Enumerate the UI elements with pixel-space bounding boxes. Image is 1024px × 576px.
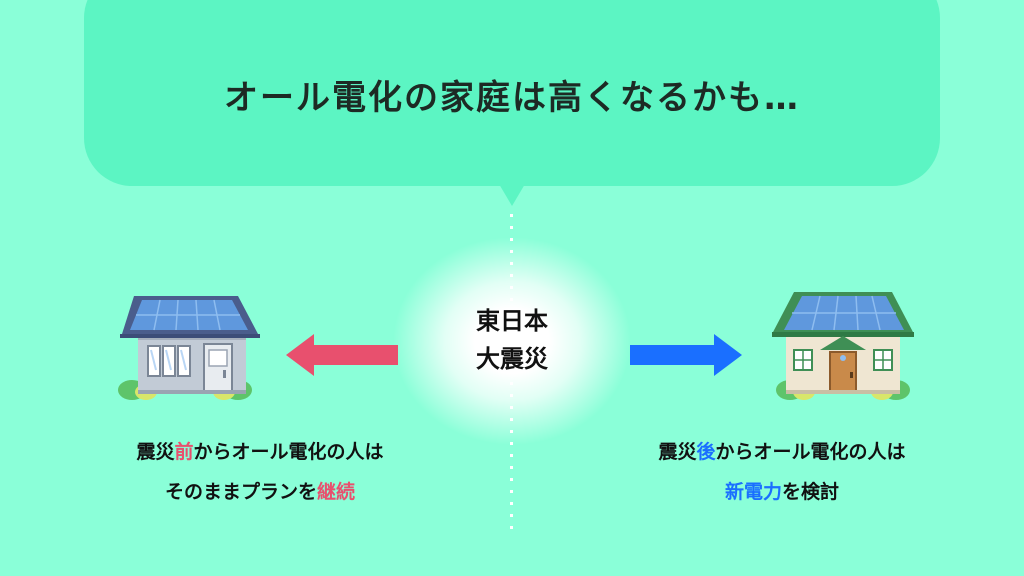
right-caption-text: からオール電化の人は xyxy=(715,441,906,463)
left-caption-line1: 震災前からオール電化の人は xyxy=(60,432,460,472)
right-caption-line2: 新電力を検討 xyxy=(572,472,992,512)
left-highlight-continue: 継続 xyxy=(317,481,356,503)
solar-house-gray-icon xyxy=(118,296,260,400)
speech-bubble-tail xyxy=(499,184,525,206)
right-highlight-new-power: 新電力 xyxy=(724,481,782,503)
right-caption: 震災後からオール電化の人は 新電力を検討 xyxy=(572,432,992,512)
center-glow xyxy=(392,236,632,446)
left-caption-line2: そのままプランを継続 xyxy=(60,472,460,512)
center-label: 東日本 大震災 xyxy=(432,302,592,378)
left-caption-text: そのままプランを xyxy=(164,481,317,503)
arrow-left-icon xyxy=(286,334,398,376)
arrow-right-icon xyxy=(630,334,742,376)
headline: オール電化の家庭は高くなるかも… xyxy=(224,78,800,118)
left-caption: 震災前からオール電化の人は そのままプランを継続 xyxy=(60,432,460,512)
right-highlight-after: 後 xyxy=(696,441,716,463)
left-highlight-before: 前 xyxy=(174,441,194,463)
speech-bubble xyxy=(84,0,940,186)
right-caption-text: 震災 xyxy=(658,441,697,463)
right-caption-text: を検討 xyxy=(782,481,840,503)
center-label-line2: 大震災 xyxy=(476,345,548,373)
left-caption-text: 震災 xyxy=(136,441,175,463)
left-caption-text: からオール電化の人は xyxy=(193,441,384,463)
solar-house-beige-icon xyxy=(772,292,914,400)
right-caption-line1: 震災後からオール電化の人は xyxy=(572,432,992,472)
center-label-line1: 東日本 xyxy=(476,307,548,335)
